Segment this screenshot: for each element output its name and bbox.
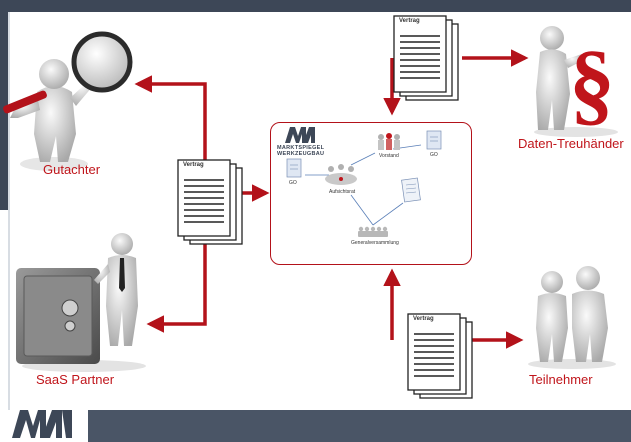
- vorstand-icon: [378, 133, 400, 150]
- saas-partner-figure: [16, 233, 146, 372]
- arrow-to-saas-partner: [146, 230, 207, 333]
- contract-label: Vertrag: [399, 18, 420, 24]
- svg-text:§: §: [569, 32, 615, 134]
- company-logo-icon: [12, 410, 72, 438]
- left-rule: [8, 12, 10, 410]
- aufsichtsrat-label: Aufsichtsrat: [329, 189, 356, 195]
- contract-label: Vertrag: [413, 316, 434, 322]
- contract-stack-left: Vertrag: [176, 158, 246, 248]
- document-stack-icon: [177, 159, 243, 245]
- governance-diagram: [286, 130, 442, 237]
- go-document-right-icon: [426, 130, 442, 150]
- contract-stack-top: Vertrag: [392, 14, 462, 104]
- teilnehmer-figure: [528, 266, 616, 369]
- governance-box: MARKTSPIEGEL WERKZEUGBAU: [270, 122, 472, 265]
- contract-stack-bottom: Vertrag: [406, 312, 476, 402]
- contract-label: Vertrag: [183, 162, 204, 168]
- teilnehmer-label: Teilnehmer: [529, 372, 593, 387]
- vorstand-label: Vorstand: [379, 153, 399, 159]
- gutachter-figure: [3, 31, 133, 171]
- top-band: [0, 0, 631, 12]
- report-document-icon: [401, 177, 421, 203]
- arrow-to-gutachter: [134, 75, 207, 165]
- go-right-label: GO: [430, 152, 438, 158]
- go-document-left-icon: [286, 158, 302, 178]
- gutachter-label: Gutachter: [43, 162, 101, 177]
- saas-partner-label: SaaS Partner: [36, 372, 115, 387]
- go-left-label: GO: [289, 180, 297, 186]
- generalversammlung-icon: [358, 226, 388, 237]
- footer-band: [88, 410, 631, 442]
- document-stack-icon: [407, 313, 473, 399]
- aufsichtsrat-icon: [325, 164, 357, 185]
- document-stack-icon: [393, 15, 459, 101]
- left-band: [0, 0, 8, 210]
- logo-line-1: MARKTSPIEGEL: [277, 145, 325, 151]
- daten-treuhaender-label: Daten-Treuhänder: [518, 136, 624, 151]
- generalversammlung-label: Generalversammlung: [351, 240, 399, 246]
- daten-treuhaender-figure: §: [534, 26, 618, 137]
- logo-line-2: WERKZEUGBAU: [277, 151, 325, 157]
- marktspiegel-logo-icon: [285, 127, 315, 143]
